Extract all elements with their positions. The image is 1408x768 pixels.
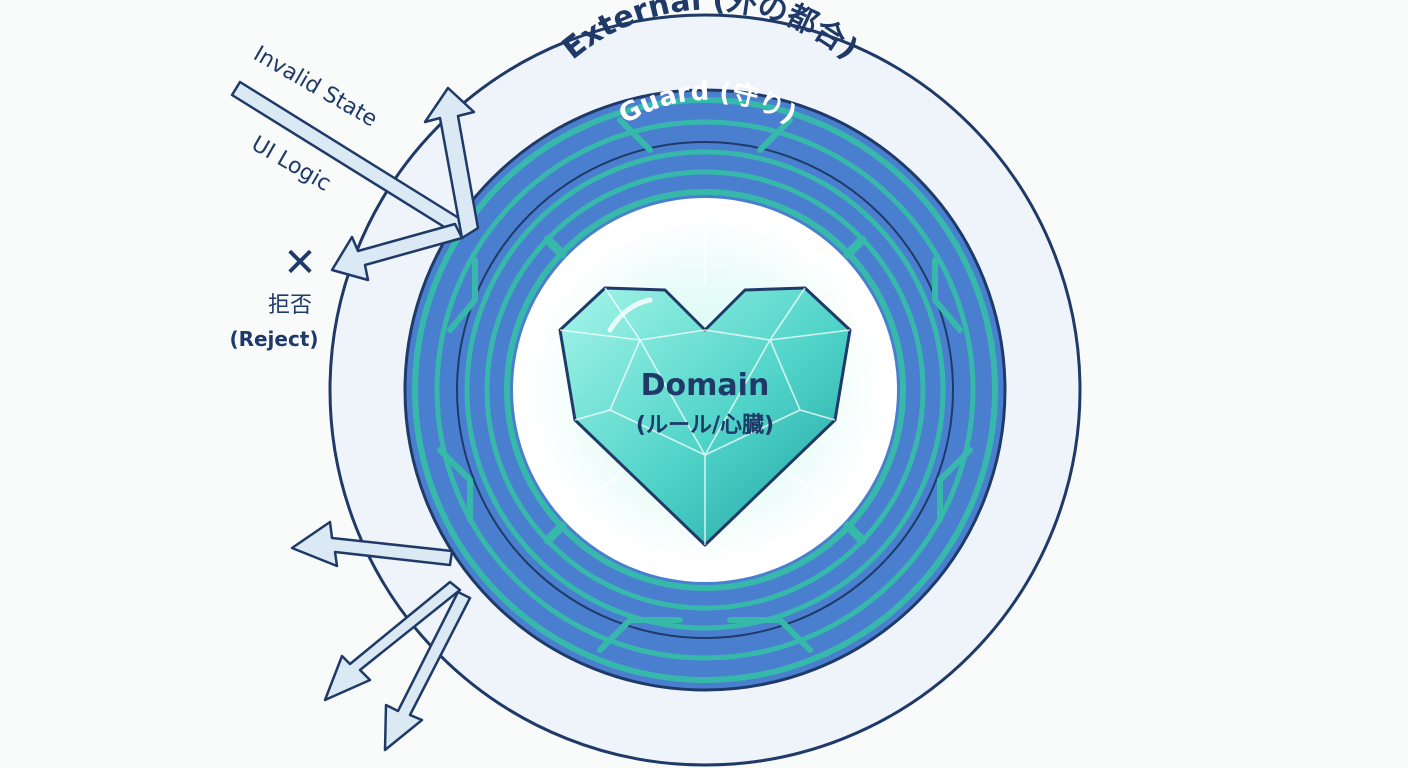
reject-x-icon: ✕ — [283, 240, 317, 286]
reject-label-ja: 拒否 — [268, 293, 312, 318]
reject-arrow-1 — [290, 520, 454, 568]
reject-label-en: (Reject) — [229, 327, 318, 351]
deflect-left-arrow — [330, 222, 464, 282]
domain-subtitle: (ルール/心臓) — [636, 413, 774, 438]
rejected-arrows — [290, 520, 472, 752]
heart-gem-icon — [558, 286, 852, 547]
reject-arrow-3 — [383, 590, 472, 752]
deflect-up-arrow — [423, 86, 480, 240]
reject-arrow-2 — [323, 580, 462, 702]
incoming-arrows — [230, 80, 480, 282]
domain-title: Domain — [641, 368, 770, 403]
